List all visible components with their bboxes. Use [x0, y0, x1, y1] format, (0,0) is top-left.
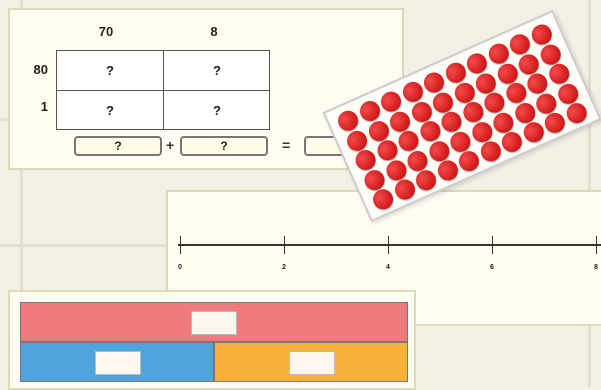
number-line-tick-label: 4 [386, 264, 390, 271]
number-line-tick [596, 236, 597, 254]
part-bar-2[interactable] [214, 342, 408, 382]
number-line-tick [180, 236, 181, 254]
bar-model-card [8, 290, 416, 390]
area-grid: ? ? ? ? [56, 50, 270, 130]
area-cell-2[interactable]: ? [213, 63, 221, 78]
number-line-tick [388, 236, 389, 254]
number-line-tick [492, 236, 493, 254]
partial-sum-box-1[interactable]: ? [74, 136, 162, 156]
part-label-box-2[interactable] [289, 351, 335, 375]
number-line-axis [178, 244, 601, 246]
equals-sign: = [282, 137, 291, 153]
whole-bar[interactable] [20, 302, 408, 342]
part-label-box-1[interactable] [95, 351, 141, 375]
number-line-tick-label: 8 [594, 264, 598, 271]
area-cell-4[interactable]: ? [213, 102, 221, 118]
number-line-tick-label: 2 [282, 264, 286, 271]
area-cell-1[interactable]: ? [106, 63, 114, 78]
number-line-tick [284, 236, 285, 254]
part-bar-1[interactable] [20, 342, 214, 382]
plus-sign: + [166, 137, 175, 153]
number-line-tick-label: 0 [178, 264, 182, 271]
partial-sum-box-2[interactable]: ? [180, 136, 268, 156]
col-header-tens: 70 [98, 24, 114, 39]
row-header-ones: 1 [40, 99, 48, 114]
row-header-tens: 80 [33, 62, 48, 77]
whole-label-box[interactable] [191, 311, 237, 335]
area-cell-3[interactable]: ? [106, 102, 114, 118]
col-header-ones: 8 [210, 24, 218, 39]
number-line-tick-label: 6 [490, 264, 494, 271]
